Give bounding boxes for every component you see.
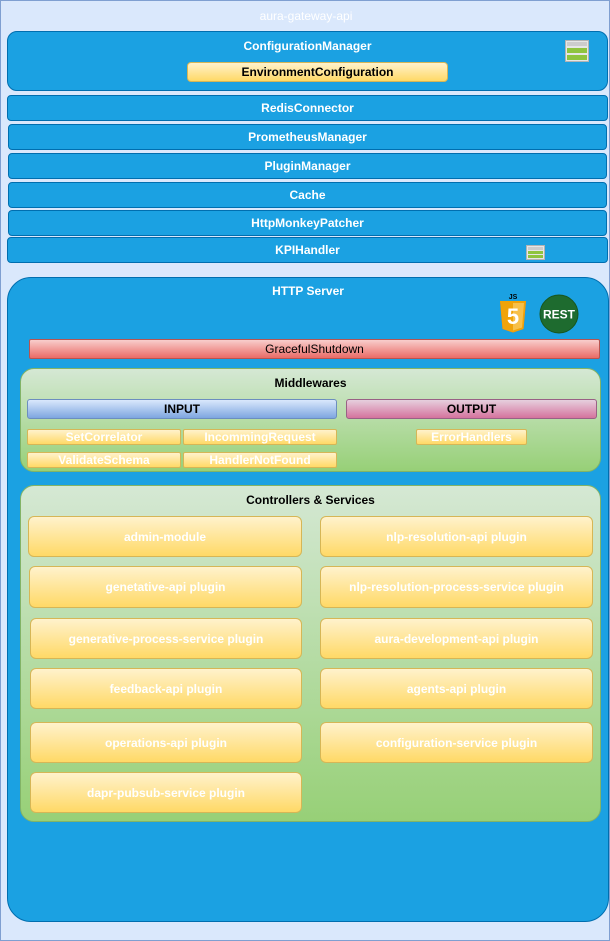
service-admin-module[interactable]: admin-module: [28, 516, 302, 557]
validate-schema[interactable]: ValidateSchema: [27, 452, 181, 468]
storage-icon: [526, 244, 545, 260]
http-server[interactable]: HTTP Server JS 5 REST GracefulShutdown M…: [7, 277, 609, 922]
prometheus-manager-label: PrometheusManager: [248, 130, 367, 144]
service-genetative-api[interactable]: genetative-api plugin: [29, 566, 302, 608]
rest-badge-label: REST: [543, 308, 576, 322]
plugin-manager-label: PluginManager: [264, 159, 351, 173]
input-header[interactable]: INPUT: [27, 399, 337, 419]
cache-label: Cache: [289, 188, 326, 202]
storage-icon: [565, 40, 589, 62]
incomming-request[interactable]: IncommingRequest: [183, 429, 337, 445]
cache[interactable]: Cache: [8, 182, 607, 208]
service-nlp-resolution-api[interactable]: nlp-resolution-api plugin: [320, 516, 593, 557]
http-monkey-patcher-label: HttpMonkeyPatcher: [251, 216, 364, 230]
set-correlator[interactable]: SetCorrelator: [27, 429, 181, 445]
js-badge-top: JS: [509, 294, 518, 301]
rest-api-icon: REST: [539, 294, 579, 334]
service-aura-development-api[interactable]: aura-development-api plugin: [320, 618, 593, 659]
handler-not-found[interactable]: HandlerNotFound: [183, 452, 337, 468]
kpi-handler-label: KPIHandler: [275, 243, 340, 257]
plugin-manager[interactable]: PluginManager: [8, 153, 607, 179]
service-generative-process[interactable]: generative-process-service plugin: [30, 618, 302, 659]
environment-configuration[interactable]: EnvironmentConfiguration: [187, 62, 448, 82]
graceful-shutdown[interactable]: GracefulShutdown: [29, 339, 600, 359]
javascript-icon: JS 5: [498, 292, 528, 334]
http-server-label: HTTP Server: [272, 284, 344, 298]
service-nlp-resolution-process[interactable]: nlp-resolution-process-service plugin: [320, 566, 593, 608]
error-handlers[interactable]: ErrorHandlers: [416, 429, 527, 445]
http-monkey-patcher[interactable]: HttpMonkeyPatcher: [8, 210, 607, 236]
controllers-services-title: Controllers & Services: [246, 493, 375, 507]
diagram-title: aura-gateway-api: [259, 9, 353, 23]
kpi-handler[interactable]: KPIHandler: [7, 237, 608, 263]
service-configuration-service[interactable]: configuration-service plugin: [320, 722, 593, 763]
configuration-manager-label: ConfigurationManager: [243, 39, 372, 53]
service-feedback-api[interactable]: feedback-api plugin: [30, 668, 302, 709]
middlewares-title: Middlewares: [274, 376, 347, 390]
configuration-manager[interactable]: ConfigurationManager EnvironmentConfigur…: [7, 31, 608, 91]
middlewares-group[interactable]: Middlewares INPUT OUTPUT SetCorrelator I…: [20, 368, 601, 472]
service-operations-api[interactable]: operations-api plugin: [30, 722, 302, 763]
js-badge-letter: 5: [507, 304, 519, 329]
redis-connector[interactable]: RedisConnector: [7, 95, 608, 121]
service-agents-api[interactable]: agents-api plugin: [320, 668, 593, 709]
output-header[interactable]: OUTPUT: [346, 399, 597, 419]
prometheus-manager[interactable]: PrometheusManager: [8, 124, 607, 150]
redis-connector-label: RedisConnector: [261, 101, 354, 115]
controllers-services-group[interactable]: Controllers & Services admin-module nlp-…: [20, 485, 601, 822]
service-dapr-pubsub[interactable]: dapr-pubsub-service plugin: [30, 772, 302, 813]
